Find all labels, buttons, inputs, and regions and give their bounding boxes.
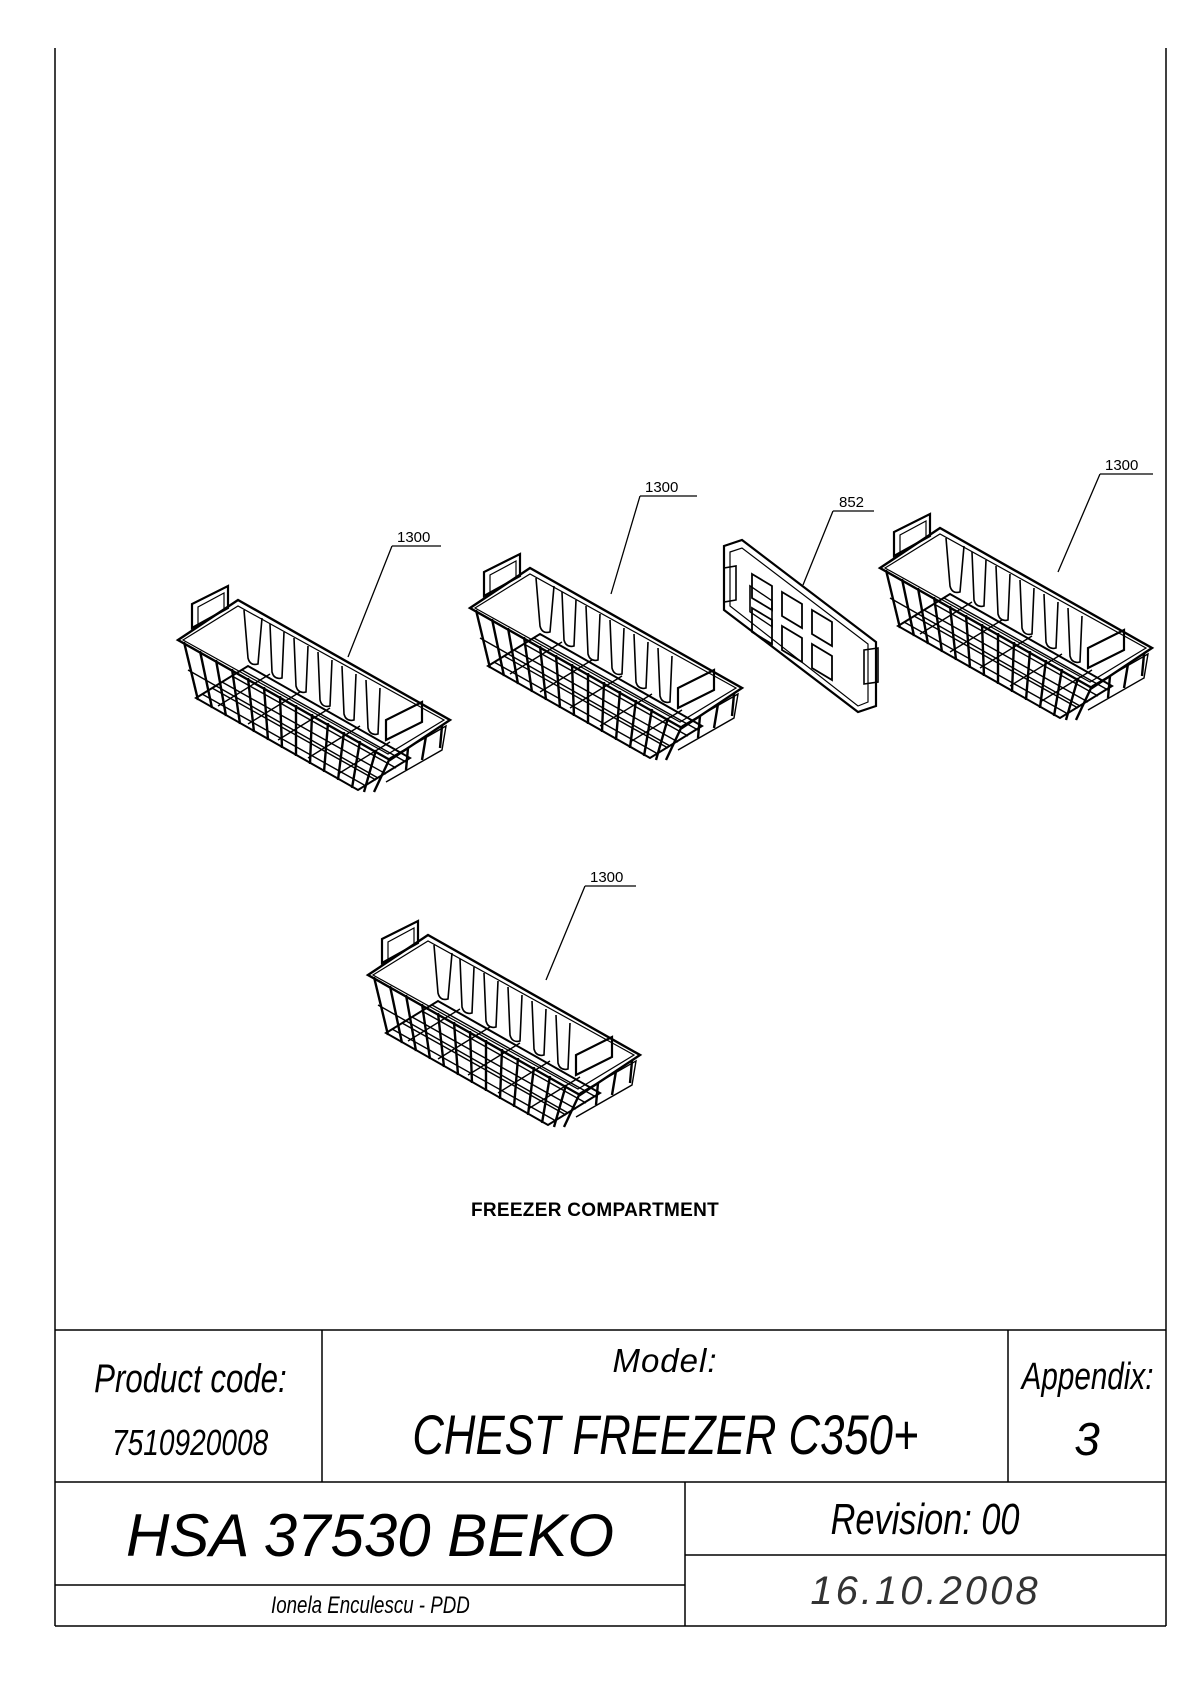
- wire-basket-3: [878, 512, 1154, 722]
- wire-basket-4: [366, 919, 642, 1129]
- product-code-value: 7510920008: [111, 1422, 269, 1463]
- callout-label: 1300: [590, 869, 623, 886]
- callout-label: 1300: [1105, 457, 1138, 474]
- revision: Revision: 00: [831, 1495, 1020, 1544]
- product-code-label: Product code:: [93, 1356, 287, 1401]
- model-label: Model:: [612, 1342, 718, 1379]
- title-block-grid: [55, 1329, 1166, 1627]
- callout-leaders: [347, 473, 1153, 981]
- callout-label: 1300: [397, 529, 430, 546]
- wire-basket-1: [176, 584, 452, 794]
- basket-divider: [722, 538, 879, 714]
- date: 16.10.2008: [810, 1568, 1041, 1613]
- appendix-label: Appendix:: [1021, 1355, 1153, 1398]
- appendix-value: 3: [1074, 1413, 1100, 1465]
- callout-label: 852: [839, 494, 864, 511]
- drawing-caption: FREEZER COMPARTMENT: [470, 1200, 720, 1221]
- product-name: HSA 37530 BEKO: [125, 1501, 615, 1569]
- author: Ionela Enculescu - PDD: [270, 1592, 470, 1619]
- wire-basket-2: [468, 552, 744, 762]
- callout-label: 1300: [645, 479, 678, 496]
- callout-labels: 1300 1300 852 1300 1300: [397, 457, 1138, 886]
- model-value: CHEST FREEZER C350+: [411, 1402, 919, 1466]
